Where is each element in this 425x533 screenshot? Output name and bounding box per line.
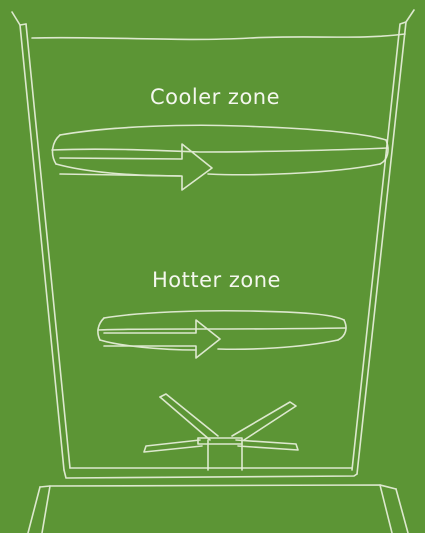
hotter-zone-arrow-icon (97, 309, 347, 359)
cooler-zone-arrow-icon (51, 124, 389, 191)
blender-blade-icon (143, 393, 299, 471)
cooler-zone-label: Cooler zone (150, 85, 281, 109)
blender-jar-outline (11, 9, 415, 533)
hotter-zone-label: Hotter zone (152, 268, 281, 292)
